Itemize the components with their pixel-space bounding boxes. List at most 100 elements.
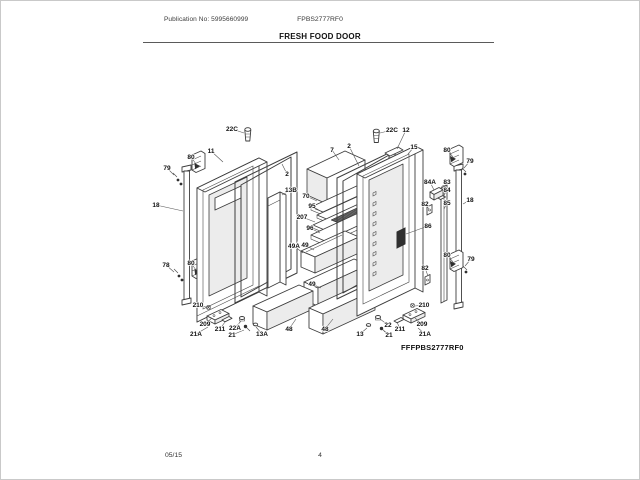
leader-line bbox=[414, 304, 425, 307]
leader-line bbox=[379, 129, 393, 134]
part-callout: 21A bbox=[419, 331, 431, 338]
part-callout: 18 bbox=[152, 202, 160, 209]
right-door-panel bbox=[356, 145, 424, 317]
leader-line bbox=[463, 160, 471, 169]
part-callout: 2 bbox=[285, 171, 289, 178]
part-callout: 86 bbox=[424, 223, 432, 230]
right-handle-assembly bbox=[453, 163, 464, 310]
leader-line bbox=[462, 199, 471, 205]
leader-line bbox=[190, 262, 197, 271]
leader-line bbox=[305, 195, 318, 202]
part-callout: 79 bbox=[163, 165, 171, 172]
left-top-hinge bbox=[172, 150, 206, 186]
part-callout: 21 bbox=[228, 332, 236, 339]
shim-211-left bbox=[221, 316, 233, 323]
leader-line bbox=[234, 320, 242, 329]
footer-page-number: 4 bbox=[318, 452, 322, 459]
shelf-support-slots bbox=[372, 191, 377, 277]
part-callout: 84 bbox=[443, 187, 451, 194]
bottom-hardware-left bbox=[206, 304, 259, 332]
leader-line bbox=[255, 326, 263, 335]
leader-line bbox=[407, 146, 415, 155]
leader-line bbox=[446, 254, 454, 263]
title-rule bbox=[143, 42, 494, 43]
part-callout: 78 bbox=[162, 262, 170, 269]
model-number: FPBS2777RF0 bbox=[297, 16, 343, 23]
leader-line bbox=[195, 326, 209, 335]
leader-line bbox=[383, 330, 390, 336]
leader-line bbox=[379, 318, 389, 326]
part-callout: 210 bbox=[193, 302, 204, 309]
shim-211-right bbox=[393, 317, 405, 324]
leader-line bbox=[304, 244, 315, 251]
bracket-82-upper bbox=[426, 204, 433, 216]
part-callout: 211 bbox=[215, 326, 226, 333]
hole-plug-22c-right bbox=[372, 128, 380, 143]
part-callout: 13B bbox=[285, 187, 297, 194]
part-callout: 70 bbox=[302, 193, 310, 200]
part-callout: 22 bbox=[384, 322, 392, 329]
leader-line bbox=[396, 321, 401, 330]
arrow-mark bbox=[450, 156, 456, 163]
leader-line bbox=[311, 283, 322, 289]
part-callout: 13 bbox=[356, 331, 364, 338]
left-handle-assembly bbox=[181, 164, 192, 306]
leader-line bbox=[309, 227, 321, 234]
mullion-flipper bbox=[267, 191, 287, 289]
publication-number: Publication No: 5995660999 bbox=[164, 16, 249, 23]
leader-line bbox=[405, 225, 429, 235]
leader-line bbox=[197, 304, 207, 308]
leader-line bbox=[324, 318, 334, 330]
cap-22a bbox=[239, 316, 245, 320]
leader-line bbox=[464, 258, 472, 267]
part-callout: 210 bbox=[419, 302, 430, 309]
arrow-mark bbox=[450, 261, 456, 268]
part-callout: 49 bbox=[308, 281, 316, 288]
cap-22 bbox=[375, 315, 381, 319]
drawing-code: FFFPBS2777RF0 bbox=[401, 343, 464, 352]
part-callout: 209 bbox=[200, 321, 211, 328]
part-callout: 84A bbox=[424, 179, 436, 186]
part-callout: 82 bbox=[421, 265, 429, 272]
leader-line bbox=[190, 156, 197, 165]
leader-line bbox=[210, 150, 224, 163]
right-top-hinge bbox=[449, 144, 467, 176]
leader-line bbox=[293, 245, 304, 254]
leader-line bbox=[348, 145, 360, 167]
part-callout: 48 bbox=[285, 326, 293, 333]
part-callout: 82 bbox=[421, 201, 429, 208]
part-callout: 12 bbox=[402, 127, 410, 134]
part-callout: 49 bbox=[301, 242, 309, 249]
arrow-mark bbox=[194, 163, 200, 170]
leader-line bbox=[424, 267, 429, 277]
leader-line bbox=[359, 327, 368, 335]
right-trim-bar bbox=[440, 184, 448, 304]
hinge-hardware-cluster bbox=[424, 185, 446, 286]
part-callout: 95 bbox=[308, 203, 316, 210]
leader-line bbox=[331, 149, 340, 161]
leader-line bbox=[288, 318, 297, 330]
leader-line bbox=[301, 216, 316, 223]
bracket-82-lower bbox=[424, 274, 431, 286]
part-callout: 2 bbox=[347, 143, 351, 150]
washer-83 bbox=[441, 185, 446, 190]
page-title: FRESH FOOD DOOR bbox=[279, 32, 361, 41]
leader-line bbox=[281, 189, 292, 196]
leader-line bbox=[231, 329, 245, 336]
part-callout: 22C bbox=[226, 126, 238, 133]
leader-line bbox=[204, 317, 213, 325]
left-door-panel bbox=[196, 157, 268, 323]
cover-plate-12 bbox=[384, 146, 404, 157]
leader-line bbox=[443, 202, 448, 210]
part-callout: 22C bbox=[386, 127, 398, 134]
leader-line bbox=[424, 203, 430, 210]
part-callout: 48 bbox=[321, 326, 329, 333]
part-callout: 15 bbox=[410, 144, 418, 151]
left-door-gasket bbox=[234, 151, 298, 304]
footer-date: 05/15 bbox=[165, 452, 183, 459]
leader-line bbox=[429, 181, 435, 191]
part-callout: 21A bbox=[190, 331, 202, 338]
